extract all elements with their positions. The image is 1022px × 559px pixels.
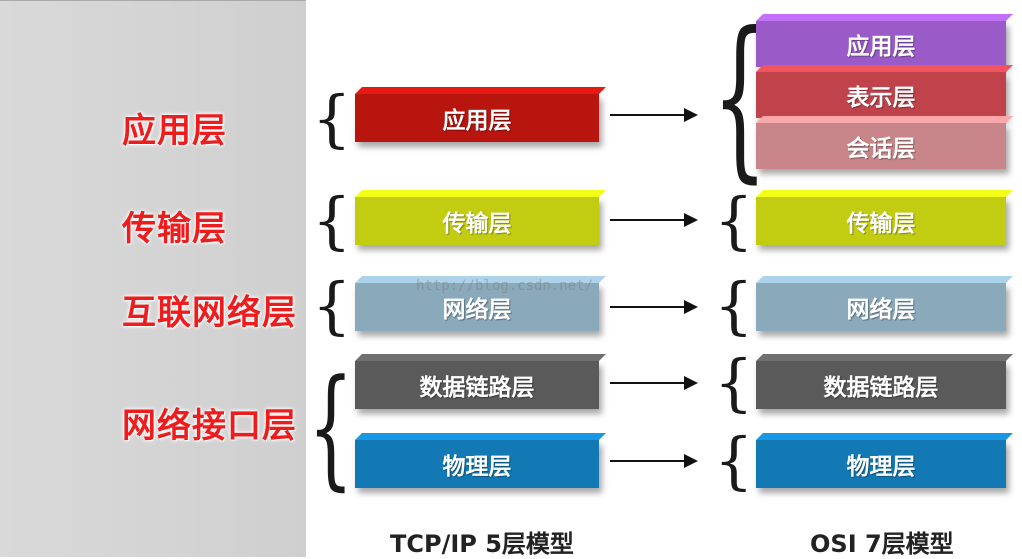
tcpip-layer-datalink: 数据链路层 [355,361,599,409]
watermark-url: http://blog.csdn.net/ [416,278,594,294]
arrow-network [610,300,698,314]
brace-tcpip-interface: { [308,351,354,503]
left-label-application: 应用层 [122,111,227,151]
left-label-transport: 传输层 [122,209,227,249]
left-label-internet: 互联网络层 [122,293,297,333]
osi-caption: OSI 7层模型 [810,530,954,558]
brace-osi-network: { [714,269,754,342]
brace-tcpip-network: { [312,269,352,342]
tcpip-layer-transport: 传输层 [355,197,599,245]
osi-layer-network: 网络层 [756,283,1006,331]
brace-osi-transport: { [714,184,754,257]
arrow-physical [610,454,698,468]
arrow-transport [610,213,698,227]
brace-tcpip-application: { [312,82,352,155]
osi-layer-physical: 物理层 [756,440,1006,488]
tcpip-layer-physical: 物理层 [355,440,599,488]
left-sidebar [0,0,306,557]
brace-osi-datalink: { [714,346,754,419]
osi-layer-presentation: 表示层 [756,72,1006,118]
tcpip-layer-application: 应用层 [355,94,599,142]
arrow-datalink [610,376,698,390]
arrow-application [610,108,698,122]
tcpip-layer-network: 网络层 [355,283,599,331]
osi-layer-transport: 传输层 [756,197,1006,245]
brace-osi-physical: { [714,424,754,497]
tcpip-caption: TCP/IP 5层模型 [390,530,574,558]
osi-layer-application: 应用层 [756,21,1006,67]
left-label-network-interface: 网络接口层 [122,406,297,446]
osi-layer-session: 会话层 [756,123,1006,169]
brace-tcpip-transport: { [312,184,352,257]
osi-layer-datalink: 数据链路层 [756,361,1006,409]
